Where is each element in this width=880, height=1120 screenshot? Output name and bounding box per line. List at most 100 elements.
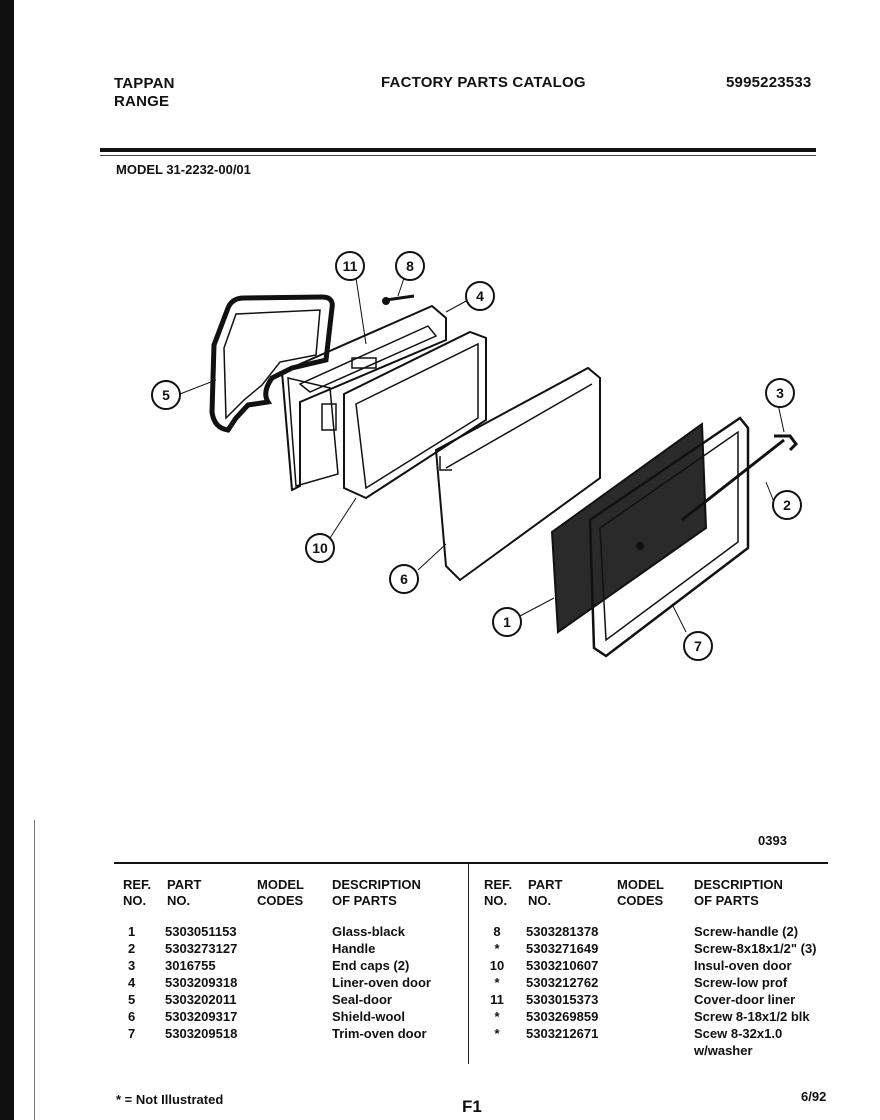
- table-row: 3: [128, 958, 136, 973]
- callout-5-label: 5: [162, 387, 170, 403]
- table-row: [484, 1042, 510, 1059]
- table-row: End caps (2): [332, 958, 410, 973]
- table-row: Trim-oven door: [332, 1026, 427, 1041]
- left-ref-header: REF.NO.: [123, 877, 152, 908]
- trim-oven-door-part: [588, 416, 750, 658]
- callout-5: [151, 380, 181, 410]
- table-row: Screw-handle (2): [694, 924, 799, 939]
- table-row: 8: [493, 924, 501, 939]
- table-row: Screw-low prof: [694, 975, 788, 990]
- table-row: 5303212671: [526, 1026, 599, 1041]
- handle-part: [681, 438, 785, 522]
- catalog-number: 5995223533: [726, 74, 812, 91]
- table-row: *: [494, 975, 500, 990]
- left-desc-column: Glass-black Handle End caps (2) Liner-ov…: [332, 923, 431, 1042]
- table-row: 2: [128, 941, 136, 956]
- table-divider: [468, 864, 469, 1064]
- table-row: *: [494, 1026, 500, 1041]
- table-row: 5303271649: [526, 941, 599, 956]
- header-rule-thin: [100, 155, 816, 156]
- insul-oven-door-part: [343, 330, 487, 500]
- table-row: Seal-door: [332, 992, 392, 1007]
- table-row: 5303210607: [526, 958, 599, 973]
- table-row: [526, 1042, 598, 1059]
- callout-2-label: 2: [783, 497, 791, 513]
- callout-10-label: 10: [312, 540, 328, 556]
- right-ref-header: REF.NO.: [484, 877, 513, 908]
- left-ref-column: 1 2 3 4 5 6 7: [128, 923, 148, 1042]
- not-illustrated-legend: * = Not Illustrated: [116, 1092, 224, 1107]
- table-row: 3016755: [165, 958, 216, 973]
- callout-4: [465, 281, 495, 311]
- table-row: Liner-oven door: [332, 975, 431, 990]
- callout-2: [772, 490, 802, 520]
- table-row: *: [494, 1009, 500, 1024]
- callout-3-label: 3: [776, 385, 784, 401]
- table-row: 5303273127: [165, 941, 238, 956]
- table-row: 5: [128, 992, 136, 1007]
- catalog-title: FACTORY PARTS CATALOG: [381, 74, 586, 91]
- table-top-rule: [114, 862, 828, 864]
- right-desc-column: Screw-handle (2) Screw-8x18x1/2" (3) Ins…: [694, 923, 817, 1059]
- scan-edge: [0, 0, 14, 1120]
- table-row: 5303212762: [526, 975, 599, 990]
- table-row: *: [494, 941, 500, 956]
- table-row: Screw-8x18x1/2" (3): [694, 941, 817, 956]
- table-row: 5303051153: [165, 924, 237, 939]
- table-row: 5303209518: [165, 1026, 238, 1041]
- table-row: 11: [490, 992, 504, 1007]
- right-part-column: 5303281378 5303271649 5303210607 5303212…: [526, 923, 598, 1059]
- table-row: Shield-wool: [332, 1009, 405, 1024]
- table-row: 4: [128, 975, 136, 990]
- callout-11: [335, 251, 365, 281]
- callout-10: [305, 533, 335, 563]
- callout-8: [395, 251, 425, 281]
- table-row: Glass-black: [332, 924, 405, 939]
- brand-line-2: RANGE: [114, 93, 170, 110]
- table-row: Insul-oven door: [694, 958, 792, 973]
- table-row: 5303015373: [526, 992, 599, 1007]
- exploded-parts-diagram: 11 8 4 5 3 2 10 6 1 7: [151, 251, 802, 661]
- callout-4-label: 4: [476, 288, 484, 304]
- left-part-column: 5303051153 5303273127 3016755 5303209318…: [165, 923, 237, 1042]
- table-row: 5303269859: [526, 1009, 599, 1024]
- table-row: 10: [489, 958, 505, 973]
- page-number: F1: [462, 1097, 482, 1116]
- glass-black-part: [550, 422, 708, 634]
- callout-3: [765, 378, 795, 408]
- brand-line-1: TAPPAN: [114, 75, 175, 92]
- seal-door-part: [209, 294, 335, 433]
- callout-6: [389, 564, 419, 594]
- table-row: Handle: [332, 941, 376, 956]
- table-row: 5303209317: [165, 1009, 238, 1024]
- callout-11-label: 11: [343, 258, 358, 274]
- table-row: 6: [128, 1009, 136, 1024]
- callout-7: [683, 631, 713, 661]
- callout-6-label: 6: [400, 571, 408, 587]
- callout-1-label: 1: [503, 614, 511, 630]
- revision-date: 6/92: [801, 1089, 827, 1104]
- table-row: 5303202011: [165, 992, 237, 1007]
- model-line: MODEL 31-2232-00/01: [116, 162, 251, 177]
- figure-code: 0393: [758, 833, 787, 848]
- table-row: Scew 8-32x1.0: [694, 1026, 783, 1041]
- table-row: 5303209318: [165, 975, 238, 990]
- table-row: w/washer: [694, 1043, 753, 1058]
- table-row: 1: [128, 924, 136, 939]
- callout-8-label: 8: [406, 258, 414, 274]
- liner-oven-door-part: [280, 304, 447, 492]
- shield-wool-part: [434, 366, 601, 582]
- callout-1: [492, 607, 522, 637]
- right-ref-column: 8 * 10 * 11 * *: [484, 923, 510, 1059]
- scan-edge-line: [34, 820, 35, 1120]
- table-row: 5303281378: [526, 924, 599, 939]
- header-rule: [100, 148, 816, 152]
- table-row: Cover-door liner: [694, 992, 796, 1007]
- callout-7-label: 7: [694, 638, 702, 654]
